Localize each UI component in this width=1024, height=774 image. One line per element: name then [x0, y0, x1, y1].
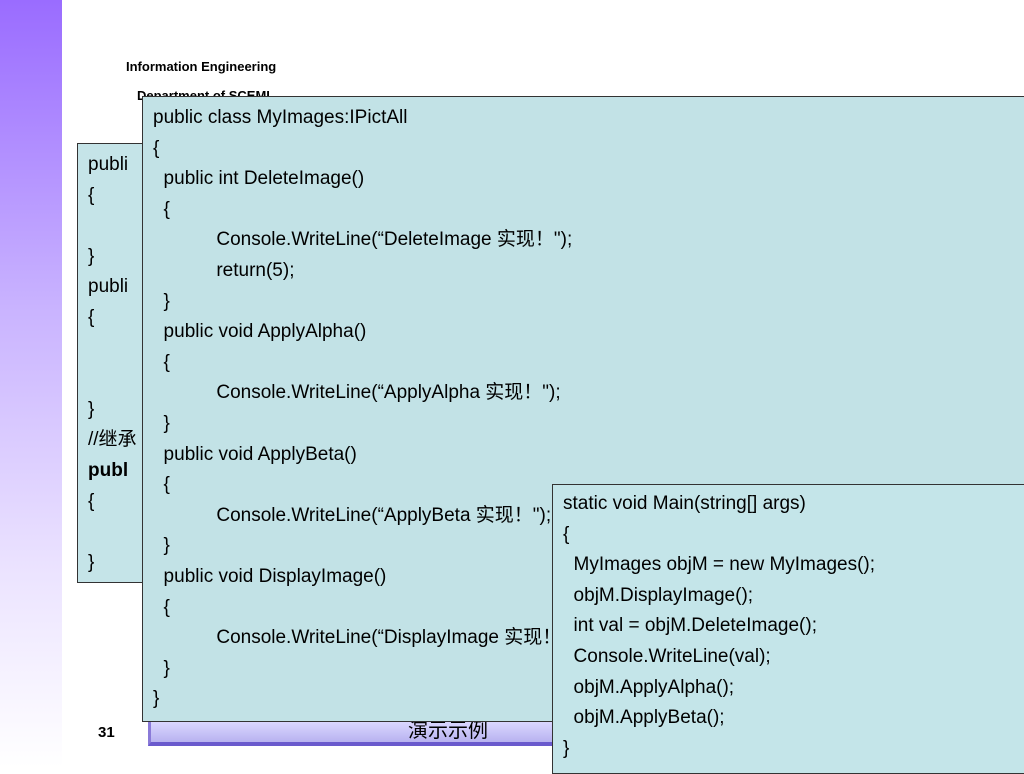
code-line: {: [153, 351, 170, 373]
code-line: }: [153, 688, 160, 710]
code-line: }: [88, 398, 95, 420]
code-line: }: [153, 412, 170, 434]
code-line: int val = objM.DeleteImage();: [563, 615, 817, 637]
code-line: {: [153, 474, 170, 496]
code-line: }: [563, 737, 570, 759]
code-line: objM.ApplyBeta();: [563, 707, 725, 729]
footer-partial-text: 演示示例: [408, 720, 488, 742]
code-line: {: [153, 198, 170, 220]
code-line: public int DeleteImage(): [153, 168, 365, 190]
left-decorative-band: [0, 0, 62, 768]
code-line: public void ApplyAlpha(): [153, 321, 367, 343]
code-line: Console.WriteLine(“ApplyAlpha 实现！");: [153, 382, 561, 404]
code-line: static void Main(string[] args): [563, 493, 806, 514]
code-line: {: [563, 523, 570, 545]
code-line: publi: [88, 276, 129, 298]
code-line: publ: [88, 459, 129, 481]
code-line: }: [88, 551, 95, 573]
code-line: public void ApplyBeta(): [153, 443, 357, 465]
code-line: {: [153, 137, 160, 159]
code-line: objM.ApplyAlpha();: [563, 676, 735, 698]
code-line: return(5);: [153, 259, 295, 281]
code-line: objM.DisplayImage();: [563, 584, 754, 606]
code-line: }: [153, 657, 170, 679]
code-line: {: [88, 490, 95, 512]
footer-bar: [148, 722, 555, 746]
code-line: }: [88, 245, 95, 267]
code-line: Console.WriteLine(“DeleteImage 实现！");: [153, 229, 573, 251]
code-line: public class MyImages:IPictAll: [153, 107, 408, 128]
code-line: }: [153, 535, 170, 557]
code-line: MyImages objM = new MyImages();: [563, 554, 876, 576]
header-title: Information Engineering: [126, 59, 277, 74]
code-line: //继承: [88, 429, 137, 451]
code-line: {: [88, 306, 95, 328]
code-line: Console.WriteLine(val);: [563, 645, 771, 667]
code-line: {: [88, 184, 95, 206]
front-code-box: static void Main(string[] args) { MyImag…: [552, 484, 1024, 774]
code-line: {: [153, 596, 170, 618]
code-line: Console.WriteLine(“ApplyBeta 实现！");: [153, 504, 552, 526]
code-line: public void DisplayImage(): [153, 565, 387, 587]
code-line: publi: [88, 154, 129, 175]
code-line: }: [153, 290, 170, 312]
slide-number: 31: [98, 724, 115, 741]
